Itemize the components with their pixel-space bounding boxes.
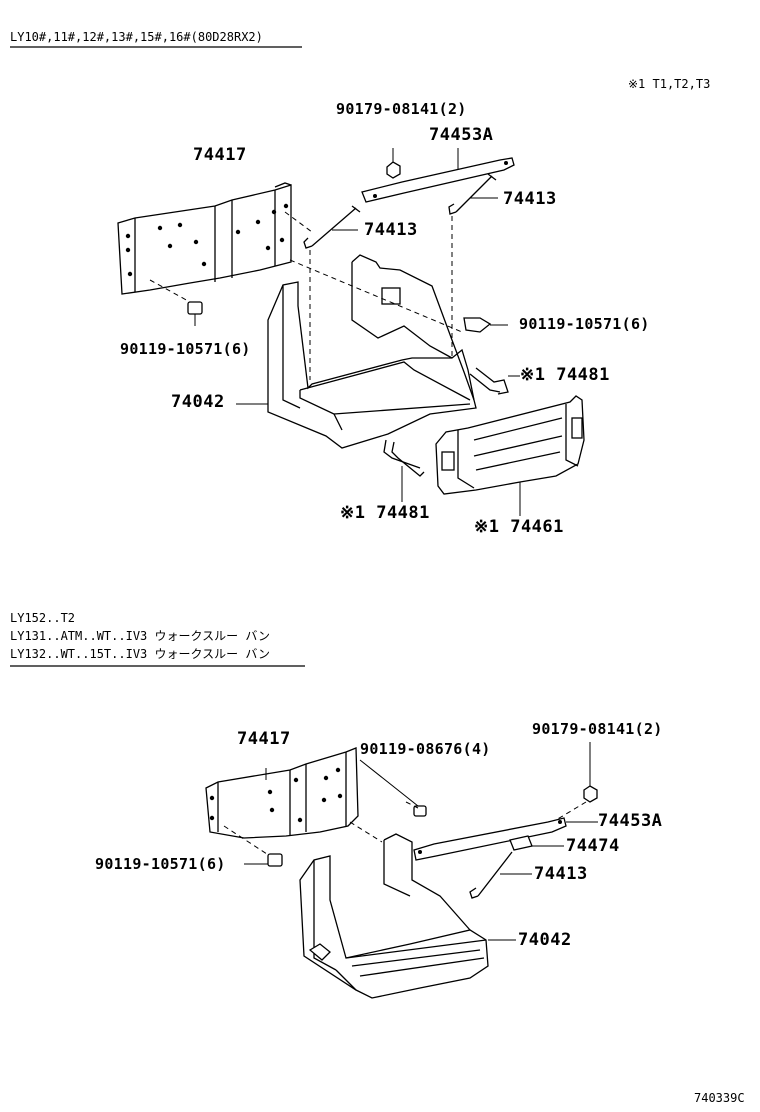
part-label-bolt-top-1: 90179-08141(2)	[336, 100, 467, 118]
hook-right-1	[469, 367, 520, 395]
part-label-rod-right-1: 74413	[503, 189, 557, 209]
part-label-battery-tray-1: 74042	[171, 392, 225, 412]
footnote-1: ※1 T1,T2,T3	[628, 77, 711, 91]
part-label-hook-right-1: ※1 74481	[520, 365, 610, 385]
part-label-bolt-left-1: 90119-10571(6)	[120, 340, 251, 358]
bolt-right-1	[463, 317, 508, 333]
part-label-bolt-right-1: 90119-10571(6)	[519, 315, 650, 333]
stopper-2	[509, 835, 564, 851]
applicability-header-1: LY10#,11#,12#,13#,15#,16#(80D28RX2)	[10, 30, 263, 44]
applicability-header-2-line-3: LY132..WT..15T..IV3 ウォークスルー バン	[10, 647, 270, 661]
rod-left-1	[303, 205, 361, 249]
illustration-code: 740339C	[694, 1091, 745, 1105]
part-label-clamp-2: 74453A	[598, 811, 663, 831]
bolt-left-2	[244, 853, 283, 867]
bolt-mid-2	[359, 759, 427, 817]
clamp-74453a-2	[413, 817, 598, 861]
part-label-clamp-1: 74453A	[429, 125, 494, 145]
bolt-left-1	[187, 301, 203, 326]
part-label-carrier-bracket-1: 74417	[193, 145, 247, 165]
applicability-header-2-line-2: LY131..ATM..WT..IV3 ウォークスルー バン	[10, 629, 270, 643]
part-label-hook-bottom-1: ※1 74481	[340, 503, 430, 523]
part-label-insulator-1: ※1 74461	[474, 517, 564, 537]
part-label-battery-tray-2: 74042	[518, 930, 572, 950]
battery-tray-1	[236, 254, 477, 449]
bolt-top-1	[386, 148, 401, 179]
part-label-stopper-2: 74474	[566, 836, 620, 856]
clamp-74453a-1	[361, 148, 515, 203]
rod-2	[469, 851, 532, 899]
part-label-carrier-bracket-2: 74417	[237, 729, 291, 749]
part-label-rod-left-1: 74413	[364, 220, 418, 240]
part-label-rod-2: 74413	[534, 864, 588, 884]
part-label-bolt-left-2: 90119-10571(6)	[95, 855, 226, 873]
battery-tray-2	[299, 833, 516, 999]
carrier-bracket-2	[205, 747, 359, 839]
rod-right-1	[448, 173, 498, 215]
insulator-1	[435, 395, 585, 516]
carrier-bracket-1	[117, 182, 292, 295]
hook-bottom-1	[383, 439, 425, 502]
bolt-top-2	[583, 742, 598, 803]
part-label-bolt-mid-2: 90119-08676(4)	[360, 740, 491, 758]
applicability-header-2-line-1: LY152..T2	[10, 611, 76, 625]
part-label-bolt-top-2: 90179-08141(2)	[532, 720, 663, 738]
